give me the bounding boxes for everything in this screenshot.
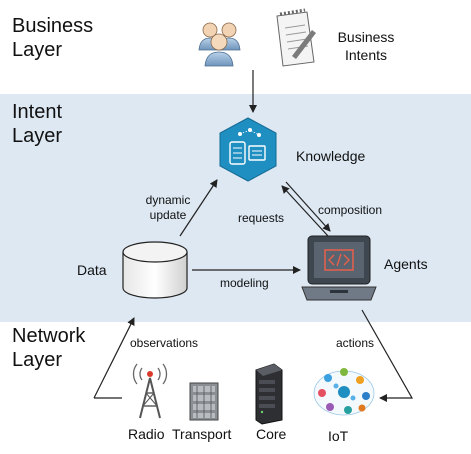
iot-label: IoT: [328, 428, 349, 444]
arrow-actions: [361, 309, 414, 402]
core-label: Core: [256, 426, 287, 442]
dynamic-update-label: dynamic update: [145, 193, 191, 222]
arrow-observations: [93, 317, 135, 399]
composition-label: composition: [318, 203, 383, 217]
transport-rack-icon: [189, 382, 219, 421]
radio-label: Radio: [128, 426, 165, 442]
modeling-label: modeling: [220, 276, 269, 290]
business-layer-title: Business Layer: [12, 15, 94, 61]
network-layer-title: Network Layer: [12, 325, 86, 371]
users-icon: [198, 22, 241, 67]
server-icon: [255, 363, 283, 425]
document-icon: [276, 8, 316, 67]
arrow-agents-to-knowledge: [281, 185, 329, 237]
knowledge-label: Knowledge: [296, 148, 366, 164]
actions-label: actions: [336, 336, 375, 350]
business-intents-label: Business Intents: [337, 29, 395, 63]
agents-label: Agents: [384, 256, 428, 272]
laptop-code-icon: [301, 235, 377, 301]
arrow-data-to-knowledge: [179, 179, 218, 237]
database-icon: [122, 241, 188, 299]
observations-label: observations: [130, 336, 199, 350]
intent-layer-title: Intent Layer: [12, 101, 63, 147]
requests-label: requests: [238, 211, 285, 225]
data-label: Data: [77, 262, 107, 278]
knowledge-icon: [219, 117, 277, 182]
arrow-knowledge-to-agents: [285, 181, 331, 232]
antenna-tower-icon: [132, 363, 168, 419]
iot-cloud-icon: [313, 368, 375, 416]
transport-label: Transport: [172, 426, 232, 442]
